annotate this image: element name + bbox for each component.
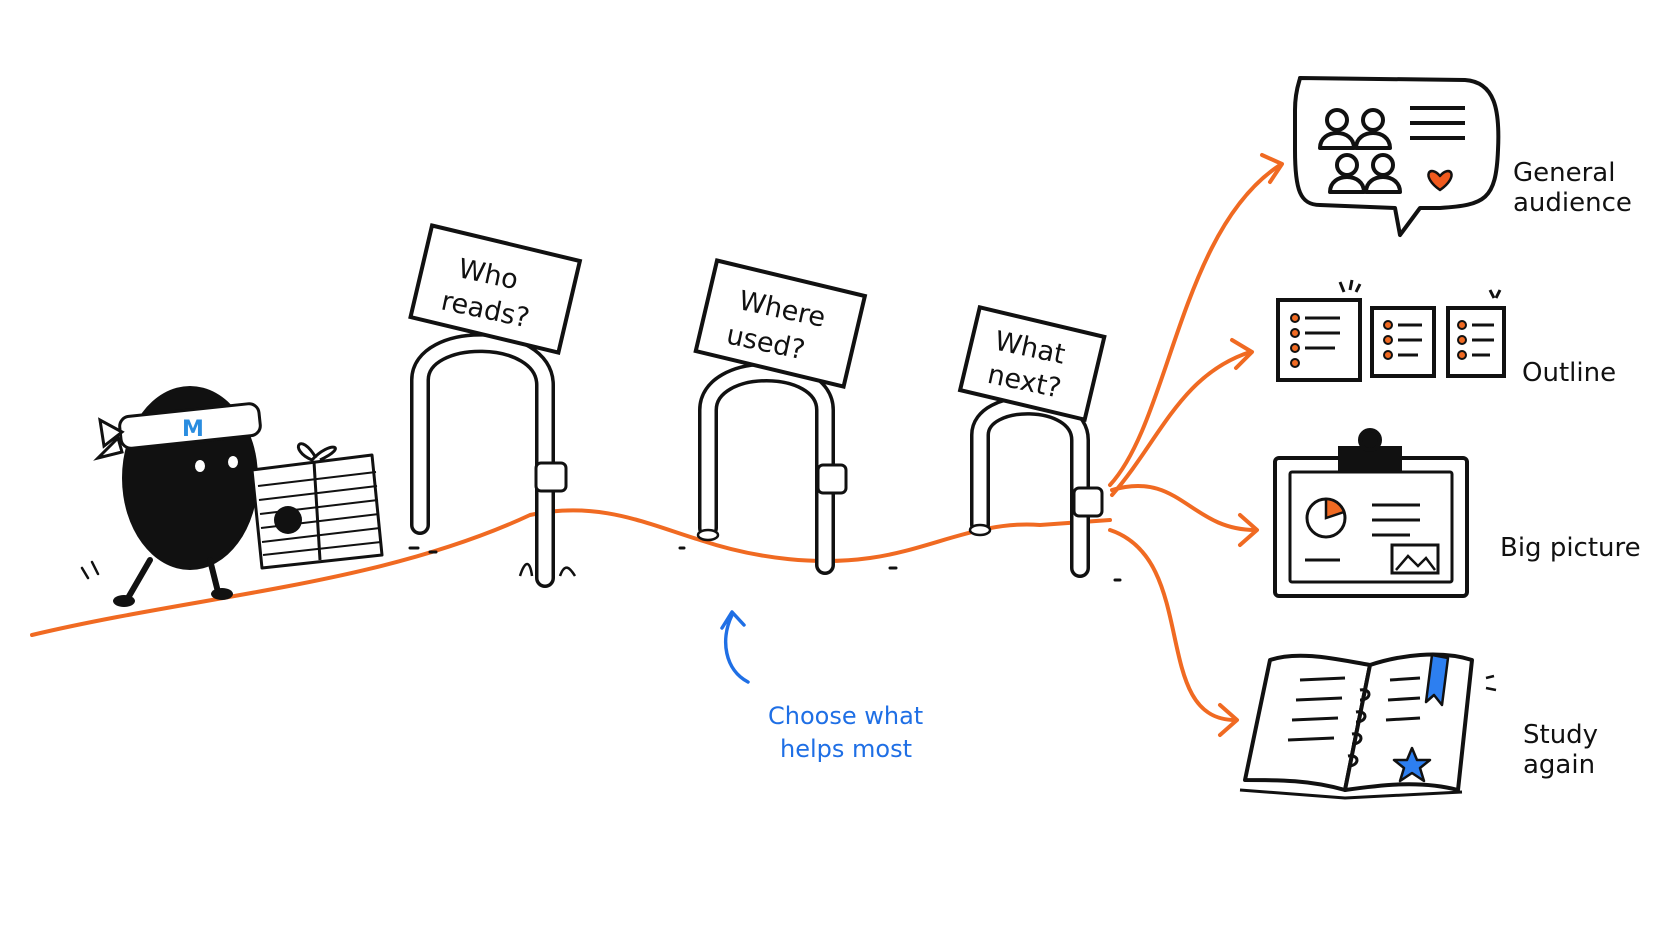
ground-marks	[408, 546, 1122, 582]
bookmark-icon	[1424, 653, 1450, 707]
paper-stack-icon	[250, 442, 384, 570]
arrowhead-big-picture	[1238, 513, 1259, 547]
branch-arrow-big-picture	[1110, 483, 1257, 532]
gate-what-next: What next?	[957, 304, 1107, 578]
branch-arrow-general-audience	[1108, 163, 1282, 487]
motion-marks	[80, 560, 100, 580]
arrowhead-study-again	[1218, 703, 1239, 737]
gate-who-reads: Who reads?	[408, 223, 583, 588]
mascot: M	[80, 386, 262, 607]
journey-path	[30, 508, 1112, 637]
star-icon	[1392, 746, 1432, 783]
heart-icon	[1427, 169, 1453, 192]
sign-board-1	[408, 223, 583, 355]
mascot-badge: M	[182, 417, 204, 442]
branch-arrow-study-again	[1108, 528, 1237, 722]
branch-arrow-outline	[1110, 350, 1252, 497]
clipboard-chart-icon	[1273, 428, 1469, 598]
open-notebook-icon	[1239, 652, 1497, 800]
outcome-label-outline: Outline	[1522, 358, 1617, 388]
outcome-label-big-picture: Big picture	[1500, 533, 1641, 563]
sign-board-2	[693, 258, 868, 389]
mascot-eye-left	[195, 460, 205, 472]
arrowhead-general-audience	[1260, 153, 1284, 184]
headband-tails	[93, 417, 125, 461]
note-arrow-icon	[720, 610, 750, 684]
branch-arrows	[1108, 153, 1284, 737]
speech-bubble-people-icon	[1293, 76, 1501, 237]
arrowhead-outline	[1230, 338, 1254, 370]
mascot-eye-right	[228, 456, 238, 468]
outline-cards-icon	[1276, 279, 1506, 382]
mascot-legs	[125, 557, 221, 601]
sign-board-3	[957, 304, 1107, 423]
gate-where-used: Where used?	[693, 258, 868, 575]
